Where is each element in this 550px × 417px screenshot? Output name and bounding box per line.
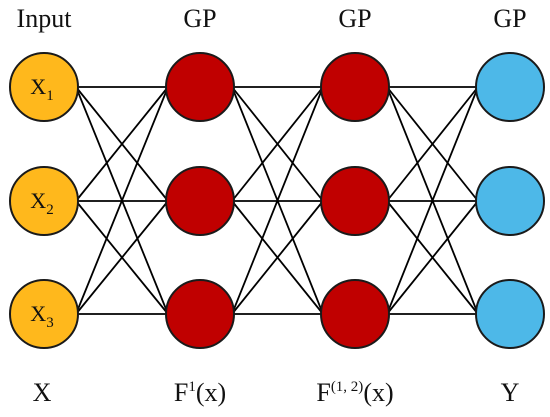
node-circle <box>320 279 390 349</box>
node-circle <box>9 52 79 122</box>
node-circle <box>165 52 235 122</box>
column-headers: Input GP GP GP <box>17 4 527 33</box>
column-bottom-label-1: X <box>33 378 52 407</box>
node-label-subscript: 1 <box>46 88 54 104</box>
node-col3-row3 <box>320 279 390 349</box>
node-col4-row2 <box>475 166 545 236</box>
edge-c1n3-c2n1 <box>75 86 169 315</box>
column-bottom-label-3: F(1, 2)(x) <box>316 378 393 407</box>
network-edges <box>75 86 479 315</box>
node-circle <box>320 166 390 236</box>
edge-c1n2-c2n1 <box>75 86 169 202</box>
node-col3-row1 <box>320 52 390 122</box>
bottom-label-superscript: (1, 2) <box>331 379 364 395</box>
node-col1-row1: X1 <box>9 52 79 122</box>
column-header-3: GP <box>338 4 371 33</box>
node-circle <box>320 52 390 122</box>
column-header-4: GP <box>493 4 526 33</box>
edge-c1n3-c2n2 <box>75 200 169 315</box>
column-header-2: GP <box>183 4 216 33</box>
node-col2-row1 <box>165 52 235 122</box>
node-circle <box>475 279 545 349</box>
edge-c3n2-c4n1 <box>386 86 479 202</box>
column-bottom-labels: X F1(x) F(1, 2)(x) Y <box>33 378 520 407</box>
edge-c3n3-c4n2 <box>386 200 479 315</box>
node-col4-row3 <box>475 279 545 349</box>
node-circle <box>475 166 545 236</box>
node-label-subscript: 2 <box>46 202 54 218</box>
node-circle <box>475 52 545 122</box>
node-col1-row2: X2 <box>9 166 79 236</box>
node-circle <box>165 166 235 236</box>
node-col1-row3: X3 <box>9 279 79 349</box>
column-header-1: Input <box>17 4 73 33</box>
bottom-label-argument: (x) <box>196 378 226 407</box>
node-col2-row2 <box>165 166 235 236</box>
edge-c3n3-c4n1 <box>386 86 479 315</box>
edge-c2n2-c3n1 <box>231 86 324 202</box>
column-bottom-label-2: F1(x) <box>174 378 226 407</box>
node-col4-row1 <box>475 52 545 122</box>
node-circle <box>9 279 79 349</box>
edge-c2n3-c3n1 <box>231 86 324 315</box>
node-circle <box>165 279 235 349</box>
node-circle <box>9 166 79 236</box>
node-col3-row2 <box>320 166 390 236</box>
bottom-label-argument: (x) <box>363 378 393 407</box>
bottom-label-superscript: 1 <box>188 379 196 395</box>
column-bottom-label-4: Y <box>501 378 520 407</box>
node-col2-row3 <box>165 279 235 349</box>
node-label-subscript: 3 <box>46 315 54 331</box>
edge-c2n3-c3n2 <box>231 200 324 315</box>
